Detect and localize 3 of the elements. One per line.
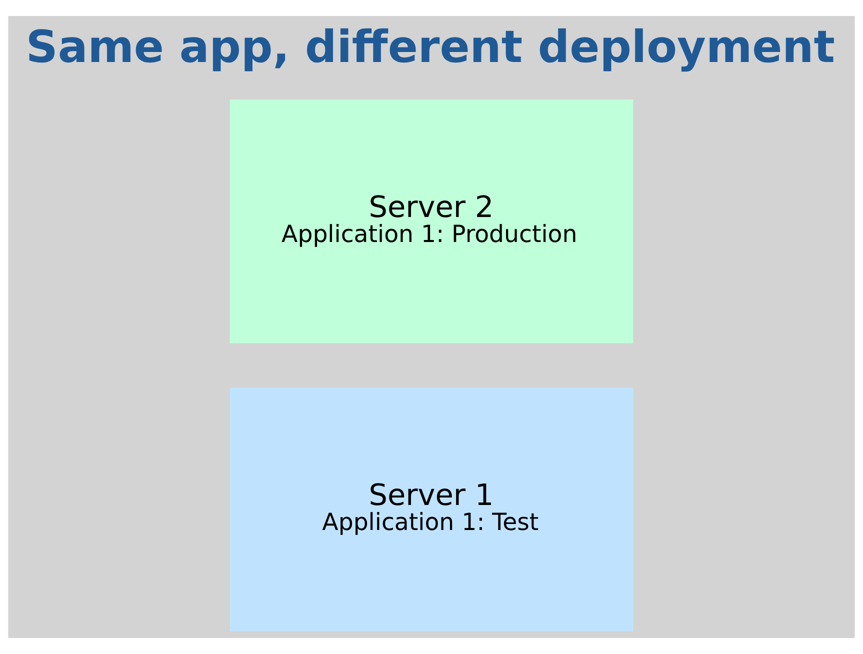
node-box: Server 2 Application 1: Production (228, 98, 635, 345)
node-box: Server 1 Application 1: Test (228, 386, 635, 633)
diagram-title: Same app, different deployment (26, 22, 835, 73)
